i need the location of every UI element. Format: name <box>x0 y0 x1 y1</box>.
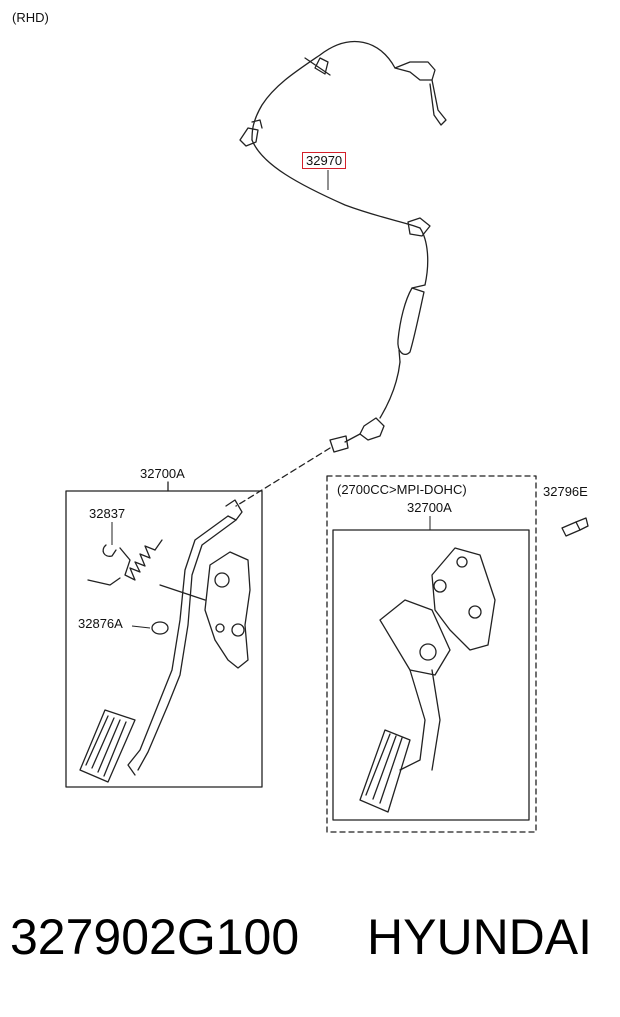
callout-cable: 32970 <box>302 152 347 169</box>
brand-name: HYUNDAI <box>367 909 593 965</box>
callout-bolt: 32796E <box>543 484 588 499</box>
part-number: 327902G100 <box>10 909 300 965</box>
pedal-arm-left <box>79 499 251 783</box>
callout-assembly-right: 32700A <box>407 500 452 515</box>
accelerator-cable <box>239 41 447 453</box>
callout-assembly-left: 32700A <box>140 466 185 481</box>
callout-clip: 32837 <box>89 506 126 521</box>
callout-stopper: 32876A <box>78 616 123 631</box>
leader-32876A <box>131 625 151 629</box>
variant-label: (RHD) <box>12 10 49 25</box>
bolt-32796E <box>561 517 589 537</box>
assembly-box-right <box>332 529 530 821</box>
footer: 327902G100 HYUNDAI <box>0 905 620 975</box>
parts-diagram <box>65 41 589 833</box>
guide-line <box>235 447 331 507</box>
callout-engine-note: (2700CC>MPI-DOHC) <box>337 482 467 497</box>
option-box-right <box>326 475 537 833</box>
pedal-assembly-right <box>359 547 496 813</box>
assembly-box-left <box>65 490 263 788</box>
